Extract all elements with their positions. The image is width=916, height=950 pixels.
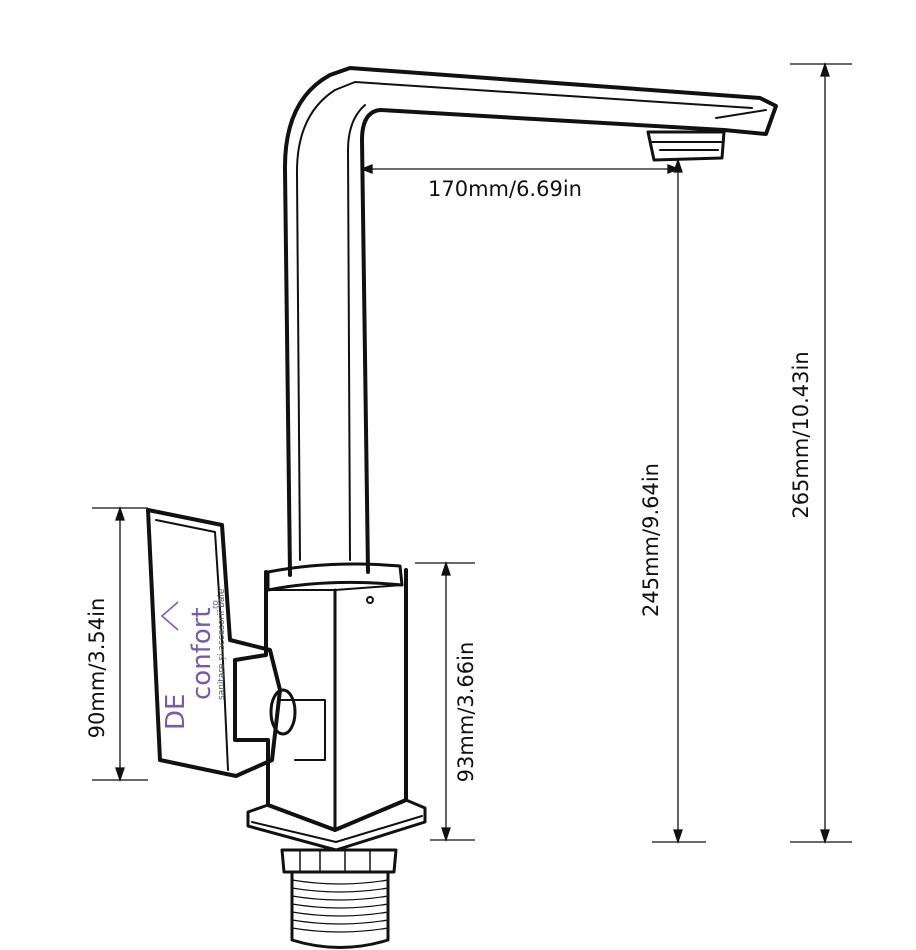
spout-outline — [282, 66, 778, 577]
reach-arrow-left — [360, 164, 373, 174]
spout-inner-line-2 — [347, 104, 366, 561]
body-height-arrow-top — [441, 560, 451, 576]
lever-pivot — [269, 688, 297, 736]
body-height-label: 93mm/3.66in — [454, 642, 478, 783]
aerator — [646, 130, 726, 162]
logo-tagline: sanitare și accesorii baie — [217, 588, 227, 700]
brand-watermark: DE confort .ro sanitare și accesorii bai… — [160, 588, 227, 730]
body-side-detail — [267, 584, 403, 761]
logo-suffix: .ro — [211, 600, 221, 612]
logo-word: confort — [187, 607, 217, 700]
dimension-lines — [92, 61, 852, 845]
logo-main: DE — [161, 694, 191, 730]
total-height-arrow-top — [820, 61, 830, 77]
base-plate — [246, 798, 427, 852]
outlet-height-arrow-bottom — [673, 829, 683, 845]
handle-height-arrow-top — [115, 505, 125, 521]
mounting-nut-facets — [299, 849, 371, 873]
threaded-shank — [290, 870, 390, 949]
outlet-height-label: 245mm/9.64in — [639, 463, 663, 617]
handle-height-arrow-bottom — [115, 767, 125, 783]
total-height-arrow-bottom — [820, 829, 830, 845]
spout-inner-line — [295, 81, 753, 561]
logo-roof-icon — [160, 601, 179, 631]
base-plate-line — [251, 815, 423, 843]
spout-tip-line — [715, 109, 767, 119]
body-screw — [366, 596, 374, 604]
reach-arrow-right — [667, 164, 680, 174]
body-height-arrow-bottom — [441, 827, 451, 843]
lever-handle-inner — [155, 519, 229, 771]
shank-threads — [291, 879, 389, 933]
reach-label: 170mm/6.69in — [428, 177, 582, 201]
mounting-nut — [280, 848, 398, 874]
total-height-label: 265mm/10.43in — [789, 351, 813, 518]
outlet-height-arrow-top — [673, 157, 683, 173]
aerator-ring — [651, 141, 723, 151]
faucet-drawing — [146, 66, 778, 949]
handle-height-label: 90mm/3.54in — [85, 598, 109, 739]
